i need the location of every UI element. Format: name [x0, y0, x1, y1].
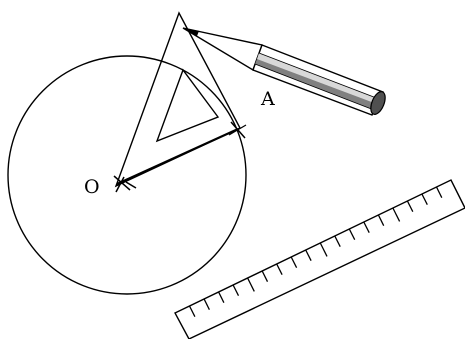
- ruler-tick: [218, 291, 225, 303]
- ruler-tick: [377, 214, 385, 226]
- pencil: [182, 27, 386, 116]
- ruler-tick: [435, 186, 443, 198]
- circle: [7, 55, 247, 295]
- ruler-ticks: [188, 186, 443, 317]
- ruler-tick: [261, 270, 269, 282]
- ruler-tick: [305, 249, 312, 261]
- ruler: [174, 179, 465, 339]
- ruler-tick: [276, 263, 283, 275]
- center-cross-mark: [113, 175, 137, 193]
- ruler-tick: [334, 235, 341, 247]
- ruler-tick: [406, 200, 414, 212]
- ruler-tick: [203, 298, 210, 310]
- label-a: A: [260, 88, 275, 110]
- point-a-cross-mark: [228, 121, 247, 139]
- ruler-tick: [232, 284, 240, 296]
- radius-segment: [116, 127, 239, 186]
- ruler-tick: [247, 277, 255, 292]
- ruler-tick: [290, 256, 298, 268]
- pencil-stripe-light: [257, 53, 379, 104]
- ruler-tick: [363, 221, 370, 233]
- ruler-tick: [421, 193, 428, 205]
- pencil-end-cap: [370, 91, 386, 115]
- ruler-tick: [392, 207, 401, 222]
- label-o: O: [84, 176, 100, 198]
- ruler-tick: [348, 228, 356, 240]
- set-square: [114, 11, 241, 188]
- ruler-tick: [319, 242, 328, 257]
- ruler-tick: [188, 305, 196, 317]
- pencil-stripe-dark: [255, 59, 377, 110]
